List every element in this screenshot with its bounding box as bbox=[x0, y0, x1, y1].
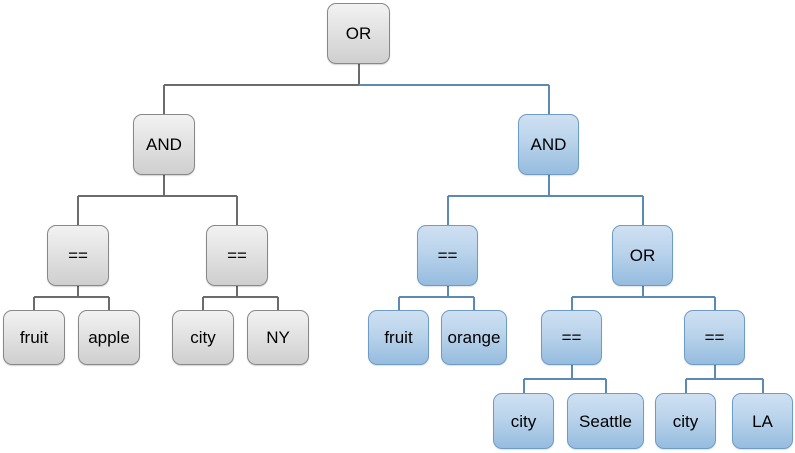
tree-node-label: LA bbox=[752, 411, 773, 431]
tree-node-label: fruit bbox=[19, 328, 49, 347]
tree-node-right-eq2[interactable]: == bbox=[541, 310, 602, 365]
tree-node-right-and[interactable]: AND bbox=[518, 114, 579, 175]
tree-node-label: apple bbox=[88, 328, 130, 347]
tree-node-label: city bbox=[510, 411, 537, 431]
tree-node-label: orange bbox=[447, 328, 501, 347]
tree-node-leaf-orange[interactable]: orange bbox=[441, 310, 507, 365]
tree-node-label: fruit bbox=[384, 328, 413, 347]
tree-node-label: OR bbox=[629, 246, 656, 265]
tree-node-label: AND bbox=[530, 135, 567, 154]
tree-node-label: == bbox=[437, 246, 458, 265]
tree-node-leaf-city-2[interactable]: city bbox=[493, 393, 554, 449]
tree-node-leaf-seattle[interactable]: Seattle bbox=[567, 393, 644, 449]
tree-node-leaf-city-1[interactable]: city bbox=[172, 310, 234, 365]
tree-node-leaf-ny[interactable]: NY bbox=[247, 310, 309, 365]
tree-node-leaf-city-3[interactable]: city bbox=[655, 393, 716, 449]
tree-node-right-eq3[interactable]: == bbox=[684, 310, 745, 365]
tree-node-leaf-fruit-2[interactable]: fruit bbox=[368, 310, 429, 365]
tree-node-leaf-la[interactable]: LA bbox=[732, 393, 793, 449]
tree-node-label: == bbox=[68, 246, 88, 265]
tree-node-label: == bbox=[561, 328, 582, 347]
tree-node-label: AND bbox=[146, 135, 182, 154]
tree-node-left-eq1[interactable]: == bbox=[47, 225, 109, 286]
tree-node-label: city bbox=[672, 411, 699, 431]
tree-node-label: == bbox=[227, 246, 247, 265]
tree-node-left-and[interactable]: AND bbox=[133, 114, 195, 175]
tree-node-root[interactable]: OR bbox=[327, 3, 390, 64]
tree-node-leaf-fruit-1[interactable]: fruit bbox=[3, 310, 65, 365]
tree-node-label: == bbox=[704, 328, 725, 347]
tree-node-label: city bbox=[190, 328, 216, 347]
tree-node-right-or[interactable]: OR bbox=[612, 225, 673, 286]
tree-node-label: OR bbox=[345, 24, 372, 43]
tree-node-label: NY bbox=[266, 328, 290, 347]
tree-node-leaf-apple[interactable]: apple bbox=[78, 310, 140, 365]
tree-node-left-eq2[interactable]: == bbox=[206, 225, 268, 286]
tree-node-right-eq1[interactable]: == bbox=[417, 225, 478, 286]
tree-node-label: Seattle bbox=[579, 411, 632, 431]
